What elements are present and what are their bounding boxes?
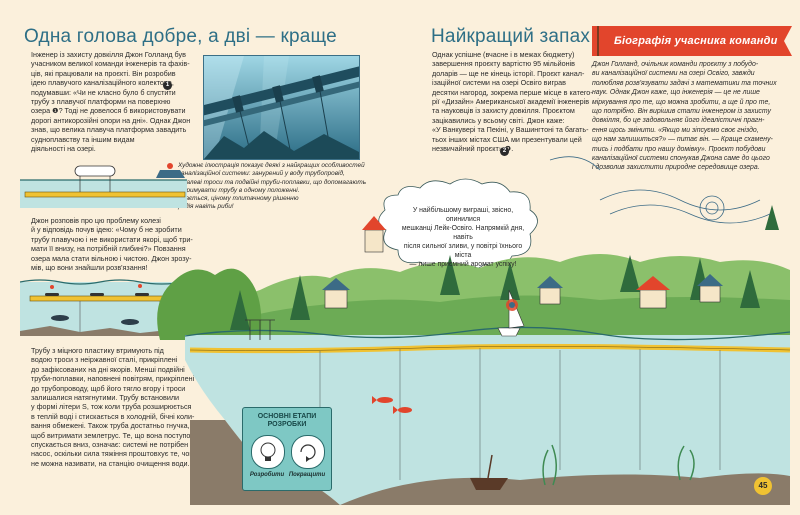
middle-text: Однак успішне (вчасне і в межах бюджету)… bbox=[432, 50, 593, 154]
left-title: Одна голова добре, а дві — краще bbox=[24, 26, 337, 47]
photo-caption: Художнє ілюстрація показує деякі з найкр… bbox=[178, 162, 367, 211]
right-bio-text: Джон Голланд, очільник команди проєкту з… bbox=[592, 61, 777, 172]
stage-develop-label: Розробити bbox=[249, 472, 285, 478]
page-number: 45 bbox=[754, 477, 772, 495]
left-intro-text: Інженер із захисту довкілля Джон Голланд… bbox=[31, 50, 191, 154]
left-problem-text: Джон розповів про цю проблему колезі й у… bbox=[31, 216, 193, 273]
floating-platform-illustration bbox=[20, 160, 187, 208]
underwater-photo bbox=[203, 55, 360, 160]
cloud-text: У найбільшому виграші, звісно, опинилися… bbox=[401, 207, 525, 268]
marker-one: 1 bbox=[163, 81, 172, 90]
stages-title-line2: РОЗРОБКИ bbox=[267, 421, 307, 428]
platform-pipe-icon bbox=[20, 163, 187, 208]
lightbulb-icon bbox=[251, 435, 285, 469]
marker-two: 2 bbox=[500, 147, 509, 156]
banner-ribbon-icon bbox=[592, 26, 792, 56]
development-stages-box: ОСНОВНІ ЕТАПИ РОЗРОБКИ Розробити Покращи… bbox=[242, 407, 332, 491]
bio-banner: Біографія учасника команди bbox=[592, 26, 792, 56]
stages-title-line1: ОСНОВНІ ЕТАПИ bbox=[257, 413, 317, 420]
middle-title: Найкращий запах bbox=[431, 26, 591, 47]
left-bottom-text: Трубу з міцного пластику втримують під в… bbox=[31, 346, 199, 468]
bio-banner-text: Біографія учасника команди bbox=[614, 35, 778, 47]
underwater-pipe-illustration-icon bbox=[204, 56, 359, 159]
improve-arrows-icon bbox=[291, 435, 325, 469]
stage-improve-label: Покращити bbox=[288, 472, 326, 478]
